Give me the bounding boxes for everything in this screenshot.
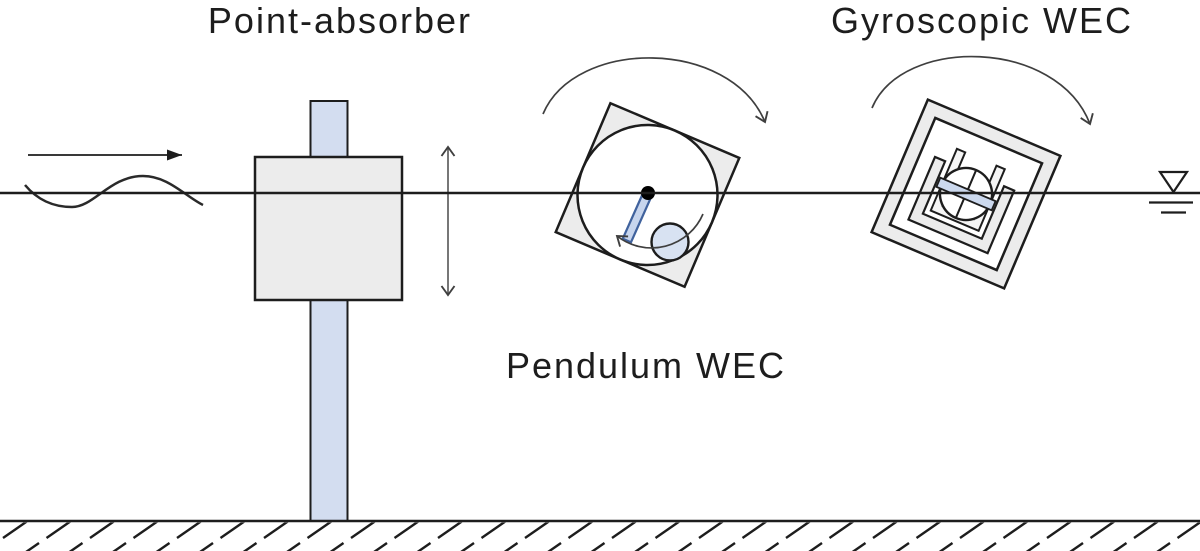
gyroscopic-wec-device [869, 55, 1094, 291]
pendulum-bob [650, 222, 690, 262]
spar-pillar-upper [309, 100, 349, 160]
pendulum-swing-arrow-icon [615, 213, 704, 249]
pendulum-wec-device [542, 57, 769, 289]
label-gyroscopic-wec: Gyroscopic WEC [831, 0, 1133, 41]
label-pendulum-wec: Pendulum WEC [506, 345, 786, 386]
label-point-absorber: Point-absorber [208, 0, 472, 41]
gyro-pitch-rotation-arrow-icon [871, 55, 1094, 126]
spar-pillar-lower [309, 299, 349, 522]
water-level-triangle [1157, 170, 1190, 194]
incident-wave [24, 149, 204, 209]
seabed [0, 519, 1200, 551]
wave-profile-curve [24, 174, 204, 209]
pendulum-pitch-rotation-arrow-icon [542, 57, 769, 124]
water-level-symbol-icon [1149, 170, 1193, 214]
float-body [253, 155, 404, 302]
seabed-hatching [0, 522, 1200, 551]
gyro-gimbal-outer-frame [907, 155, 1016, 255]
point-absorber-device [253, 100, 456, 522]
water-surface [0, 170, 1200, 214]
